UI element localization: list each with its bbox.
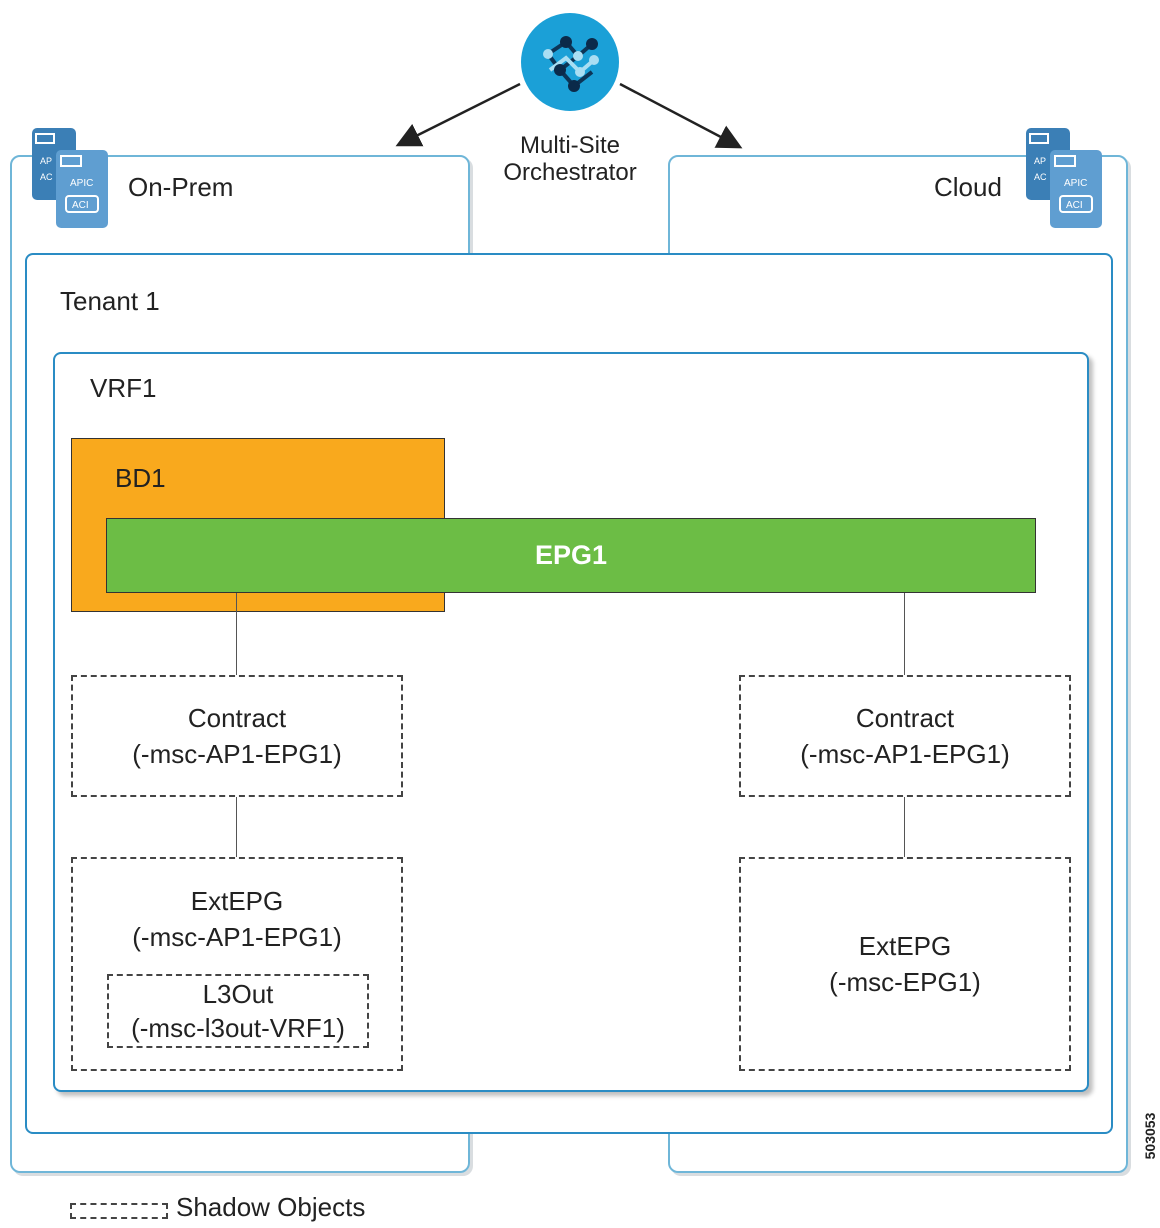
orchestrator-label-line1: Multi-Site: [519, 132, 621, 159]
legend-swatch: [70, 1203, 168, 1219]
svg-text:AP: AP: [40, 156, 52, 166]
right-contract-title: Contract: [855, 703, 955, 733]
figure-id: 503053: [1142, 1112, 1158, 1160]
legend-label: Shadow Objects: [176, 1192, 366, 1222]
vrf-label: VRF1: [90, 373, 157, 403]
right-extepg-name: (-msc-EPG1): [829, 967, 981, 997]
right-extepg-shadow-object: ExtEPG (-msc-EPG1): [739, 857, 1071, 1071]
epg-bar: EPG1: [106, 518, 1036, 593]
svg-text:APIC: APIC: [1064, 178, 1087, 189]
l3out-name: (-msc-l3out-VRF1): [131, 1013, 345, 1043]
orchestrator-arrows: [395, 82, 743, 149]
connector-left-contract-extepg: [236, 797, 237, 857]
connector-epg-right-contract: [904, 593, 905, 675]
right-extepg-title: ExtEPG: [858, 931, 952, 961]
left-extepg-title: ExtEPG: [190, 886, 284, 916]
arrow-to-cloud: [619, 82, 743, 149]
svg-text:AP: AP: [1034, 156, 1046, 166]
svg-text:ACI: ACI: [1066, 200, 1083, 211]
svg-text:APIC: APIC: [70, 178, 93, 189]
multi-site-orchestrator-icon: [520, 12, 620, 112]
left-contract-name: (-msc-AP1-EPG1): [132, 739, 342, 769]
apic-cluster-icon-right: AP AC APIC ACI: [1026, 128, 1102, 228]
left-extepg-name: (-msc-AP1-EPG1): [132, 922, 342, 952]
apic-cluster-icon-left: AP AC APIC ACI: [32, 128, 108, 228]
tenant-label: Tenant 1: [60, 286, 160, 316]
epg-label: EPG1: [534, 540, 608, 570]
cloud-label: Cloud: [934, 172, 1002, 202]
bridge-domain-label: BD1: [115, 463, 166, 493]
orchestrator-label: Multi-Site Orchestrator: [470, 132, 670, 186]
svg-text:AC: AC: [1034, 172, 1047, 182]
l3out-shadow-object: L3Out (-msc-l3out-VRF1): [107, 974, 369, 1048]
svg-text:AC: AC: [40, 172, 53, 182]
connector-epg-left-contract: [236, 593, 237, 675]
connector-right-contract-extepg: [904, 797, 905, 857]
l3out-title: L3Out: [202, 979, 274, 1009]
svg-text:ACI: ACI: [72, 200, 89, 211]
orchestrator-label-line2: Orchestrator: [503, 159, 637, 186]
right-contract-name: (-msc-AP1-EPG1): [800, 739, 1010, 769]
right-contract-shadow-object: Contract (-msc-AP1-EPG1): [739, 675, 1071, 797]
left-contract-shadow-object: Contract (-msc-AP1-EPG1): [71, 675, 403, 797]
on-prem-label: On-Prem: [128, 172, 234, 202]
arrow-to-on-prem: [395, 82, 521, 147]
left-contract-title: Contract: [187, 703, 287, 733]
